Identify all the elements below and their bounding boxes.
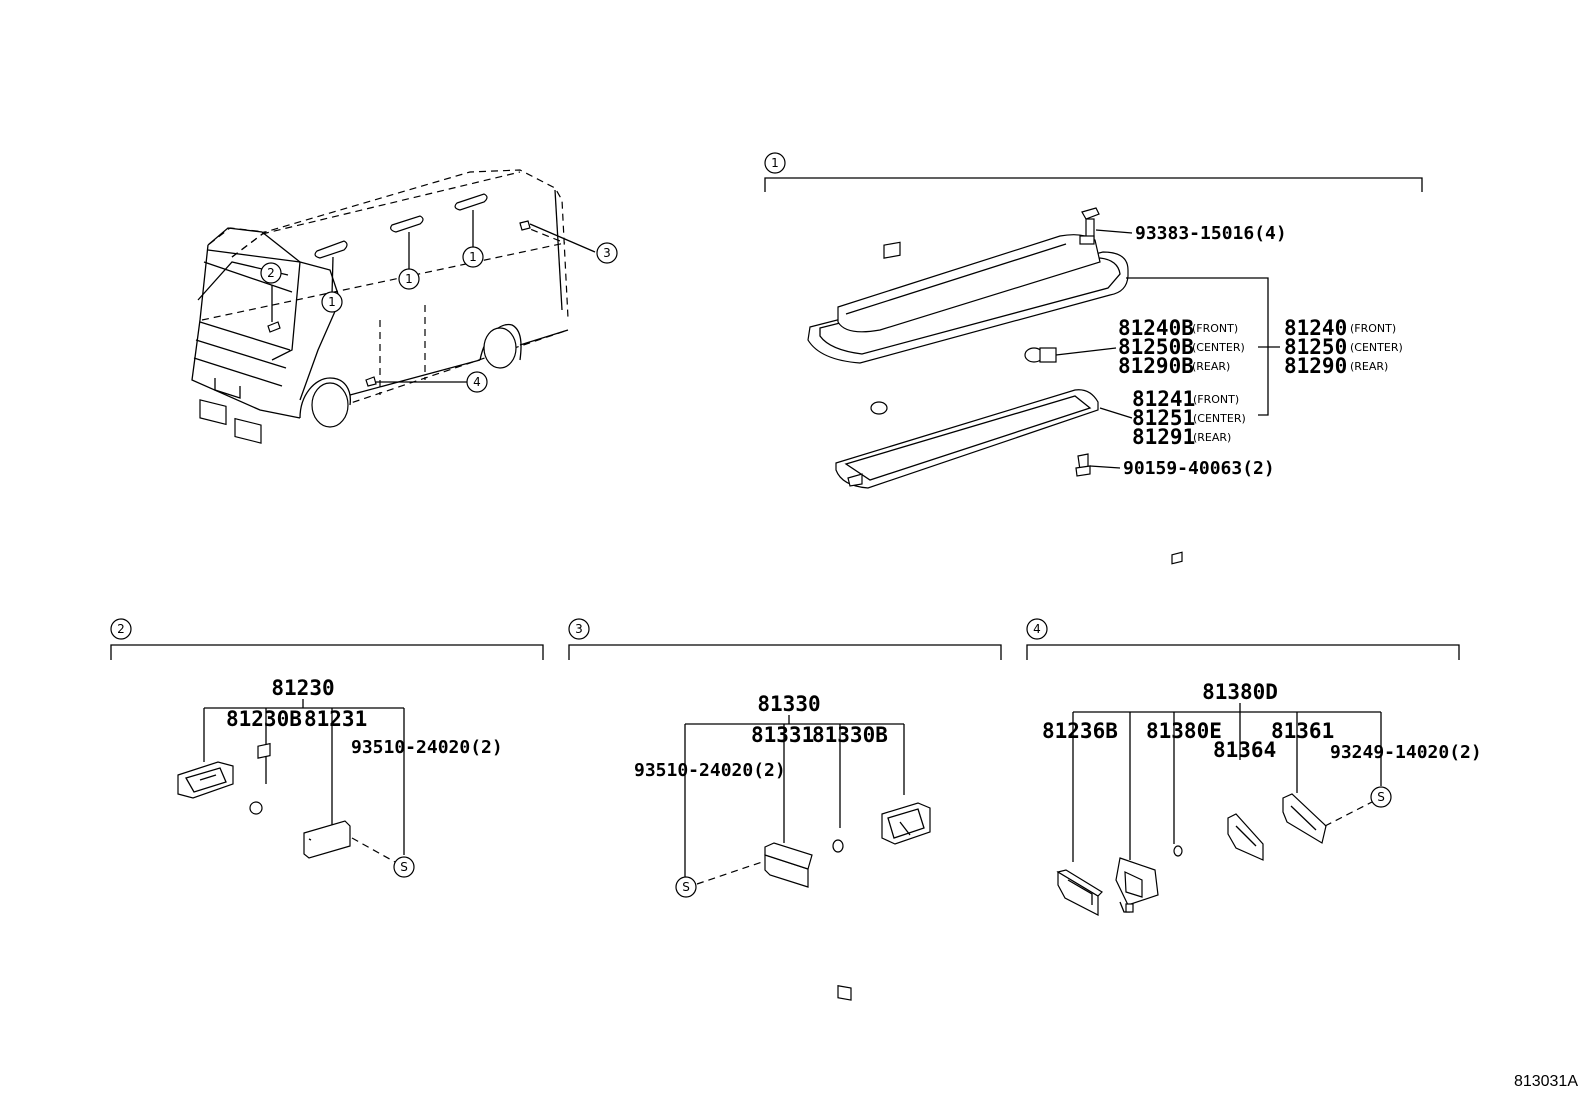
s-marker: S bbox=[682, 880, 690, 894]
part-93510-24020: 93510-24020(2) bbox=[351, 737, 503, 758]
gasket-icon bbox=[1056, 869, 1103, 916]
svg-text:4: 4 bbox=[1033, 622, 1041, 636]
part-81240: 81240 bbox=[1284, 316, 1347, 340]
svg-text:(REAR): (REAR) bbox=[1350, 360, 1388, 373]
bulb-icon bbox=[832, 839, 852, 1001]
part-81364: 81364 bbox=[1213, 738, 1276, 762]
gasket-icon bbox=[1227, 813, 1264, 861]
bulb-icon bbox=[1024, 347, 1057, 363]
part-90159-40063: 90159-40063(2) bbox=[1123, 458, 1275, 479]
svg-text:(FRONT): (FRONT) bbox=[1350, 322, 1396, 335]
dome-lamp-housing bbox=[807, 234, 1129, 364]
part-81330B: 81330B bbox=[812, 723, 888, 747]
s-marker: S bbox=[400, 860, 408, 874]
dome-lamp-icon bbox=[314, 193, 488, 259]
s-marker: S bbox=[1377, 790, 1385, 804]
lens-icon bbox=[764, 842, 813, 888]
part-81240B: 81240B bbox=[1118, 316, 1194, 340]
lens-icon bbox=[303, 820, 351, 859]
part-93383-15016: 93383-15016(4) bbox=[1135, 223, 1287, 244]
part-81251: 81251 bbox=[1132, 406, 1195, 430]
screw-icon bbox=[1081, 207, 1100, 240]
callout-1-c: 1 bbox=[462, 246, 484, 268]
part-81380E: 81380E bbox=[1146, 719, 1222, 743]
svg-text:3: 3 bbox=[603, 246, 611, 260]
svg-text:1: 1 bbox=[469, 250, 477, 264]
part-81330: 81330 bbox=[757, 692, 820, 716]
svg-text:(FRONT): (FRONT) bbox=[1192, 322, 1238, 335]
part-81290B: 81290B bbox=[1118, 354, 1194, 378]
svg-text:(FRONT): (FRONT) bbox=[1193, 393, 1239, 406]
part-81236B: 81236B bbox=[1042, 719, 1118, 743]
svg-text:1: 1 bbox=[405, 272, 413, 286]
lamp-socket-icon bbox=[177, 761, 234, 799]
svg-text:2: 2 bbox=[267, 266, 275, 280]
section-2: 2 81230 81230B 81231 93510-24020(2) S bbox=[110, 618, 544, 878]
callout-1-b: 1 bbox=[398, 268, 420, 290]
svg-text:2: 2 bbox=[117, 622, 125, 636]
bulb-icon bbox=[249, 742, 271, 815]
part-81231: 81231 bbox=[304, 707, 367, 731]
part-81230: 81230 bbox=[271, 676, 334, 700]
section-1: 1 93383-15016(4) bbox=[764, 152, 1423, 489]
part-81230B: 81230B bbox=[226, 707, 302, 731]
bulb-icon bbox=[870, 241, 901, 415]
section-4: 4 81380D 81236B 81380E 81364 81361 93249… bbox=[1026, 551, 1482, 916]
svg-text:(CENTER): (CENTER) bbox=[1193, 412, 1246, 425]
lens-icon bbox=[1282, 793, 1327, 844]
svg-text:3: 3 bbox=[575, 622, 583, 636]
figure-code: 813031A bbox=[1514, 1073, 1578, 1090]
lamp-socket-icon bbox=[881, 802, 931, 845]
callout-1-a: 1 bbox=[321, 291, 343, 313]
section-3: 3 81330 81331 81330B 93510-24020(2) S bbox=[568, 618, 1002, 1001]
callout-3: 3 bbox=[596, 242, 618, 264]
lens-icon bbox=[835, 389, 1099, 489]
part-81250: 81250 bbox=[1284, 335, 1347, 359]
svg-text:(CENTER): (CENTER) bbox=[1192, 341, 1245, 354]
svg-text:1: 1 bbox=[328, 295, 336, 309]
part-81241: 81241 bbox=[1132, 387, 1195, 411]
part-81250B: 81250B bbox=[1118, 335, 1194, 359]
callout-4: 4 bbox=[466, 371, 488, 393]
screw-icon bbox=[1075, 453, 1091, 477]
svg-text:(REAR): (REAR) bbox=[1193, 431, 1231, 444]
part-93510-24020-b: 93510-24020(2) bbox=[634, 760, 786, 781]
svg-text:4: 4 bbox=[473, 375, 481, 389]
svg-text:(CENTER): (CENTER) bbox=[1350, 341, 1403, 354]
bulb-icon bbox=[1171, 551, 1183, 857]
svg-text:(REAR): (REAR) bbox=[1192, 360, 1230, 373]
part-81380D: 81380D bbox=[1202, 680, 1278, 704]
part-93249-14020: 93249-14020(2) bbox=[1330, 742, 1482, 763]
bus-illustration bbox=[191, 169, 596, 444]
callout-2: 2 bbox=[260, 262, 282, 284]
lamp-socket-icon bbox=[1115, 857, 1159, 913]
svg-text:1: 1 bbox=[771, 156, 779, 170]
part-81291: 81291 bbox=[1132, 425, 1195, 449]
part-81361: 81361 bbox=[1271, 719, 1334, 743]
part-81331: 81331 bbox=[751, 723, 814, 747]
part-81290: 81290 bbox=[1284, 354, 1347, 378]
